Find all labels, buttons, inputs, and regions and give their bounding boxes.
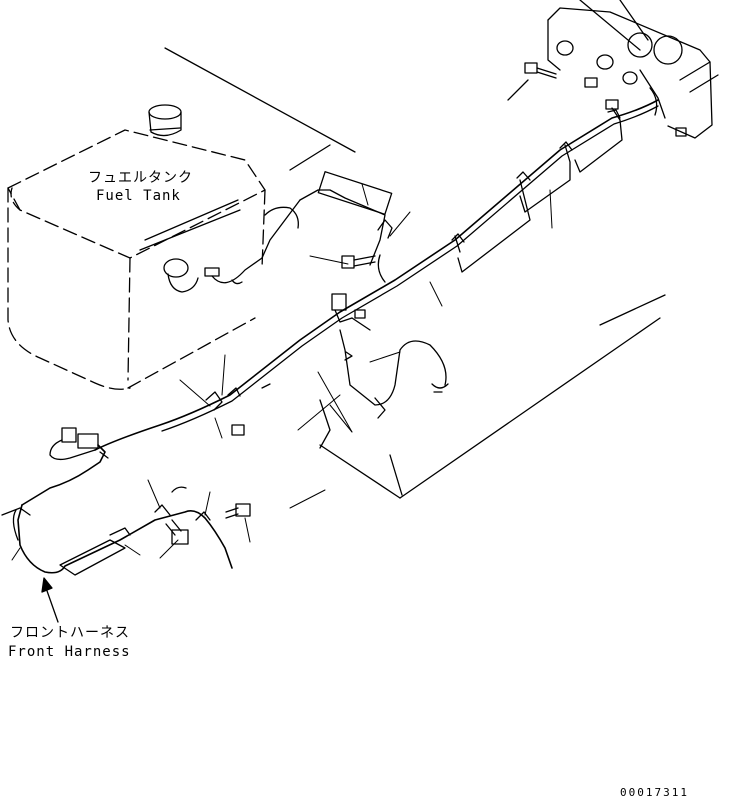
- rear-lamp-assembly: [507, 0, 719, 139]
- fuel-tank-label-ja: フュエルタンク: [88, 170, 193, 186]
- front-harness-arrow: [41, 577, 59, 623]
- main-harness: [94, 99, 659, 451]
- fuel-tank-label-en: Fuel Tank: [96, 188, 181, 204]
- front-harness-label-en: Front Harness: [8, 644, 131, 660]
- drawing-number: 00017311: [620, 786, 689, 799]
- front-harness: [1, 427, 251, 576]
- chassis-frame: [164, 47, 666, 499]
- fuel-tank: [7, 104, 266, 390]
- leader-lines: [11, 183, 553, 561]
- front-harness-label-ja: フロントハーネス: [10, 625, 130, 641]
